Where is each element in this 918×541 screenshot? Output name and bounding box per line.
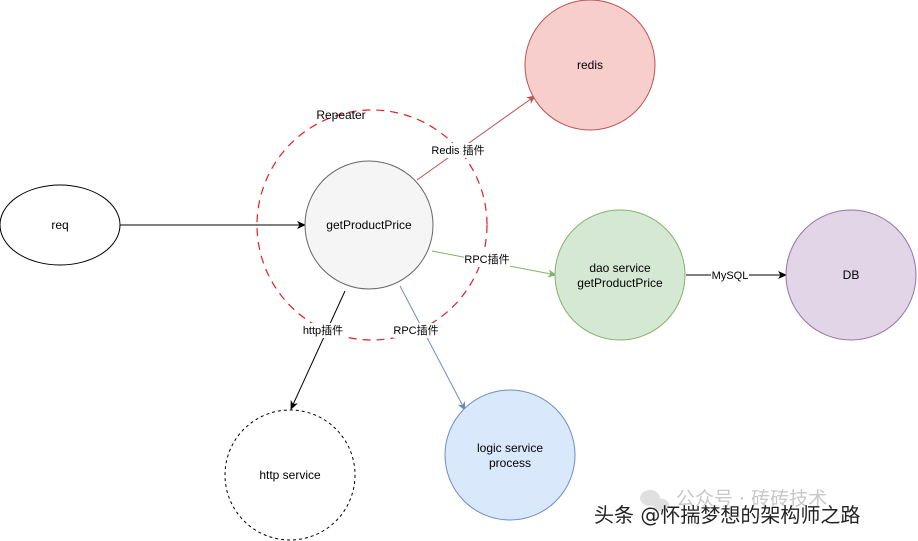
watermark-faint-text: 公众号 · 砖砖技术 [676, 488, 827, 510]
edge-mysql-label-bg [711, 268, 749, 282]
logic-service-node [444, 389, 576, 521]
wechat-icon [640, 490, 669, 512]
edge-rpc-dao-label-bg [464, 252, 510, 267]
db-label: DB [843, 268, 860, 282]
edge-center-to-http [290, 290, 346, 410]
dao-service-label-line2: getProductPrice [577, 276, 663, 290]
watermark: 公众号 · 砖砖技术 头条 @怀揣梦想的架构师之路 [594, 488, 860, 527]
http-service-node [224, 409, 356, 541]
edge-http-label: http插件 [303, 323, 343, 337]
edge-center-to-redis [416, 95, 536, 181]
repeater-boundary [256, 109, 488, 341]
dao-service-label-line1: dao service [589, 261, 651, 275]
edge-rpc-logic-label-bg [393, 323, 439, 338]
get-product-price-node [304, 160, 434, 290]
logic-service-label-line1: logic service [477, 441, 543, 455]
req-node [0, 184, 121, 266]
repeater-label: Repeater [316, 108, 365, 122]
redis-label: redis [577, 58, 603, 72]
logic-service-label-line2: process [489, 456, 531, 470]
req-label: req [51, 218, 68, 232]
edge-mysql-label: MySQL [712, 270, 749, 282]
get-product-price-label: getProductPrice [326, 218, 412, 232]
edge-rpc-dao-label: RPC插件 [464, 252, 509, 266]
edge-redis-label-bg [428, 143, 488, 158]
edge-center-to-logic [399, 285, 466, 411]
redis-node [524, 0, 656, 131]
watermark-main-text: 头条 @怀揣梦想的架构师之路 [594, 503, 860, 527]
edge-redis-label: Redis 插件 [431, 143, 484, 157]
edge-rpc-logic-label: RPC插件 [393, 323, 438, 337]
db-node [785, 209, 917, 341]
edge-http-label-bg [300, 323, 346, 338]
http-service-label: http service [259, 468, 321, 482]
dao-service-node [554, 209, 686, 341]
